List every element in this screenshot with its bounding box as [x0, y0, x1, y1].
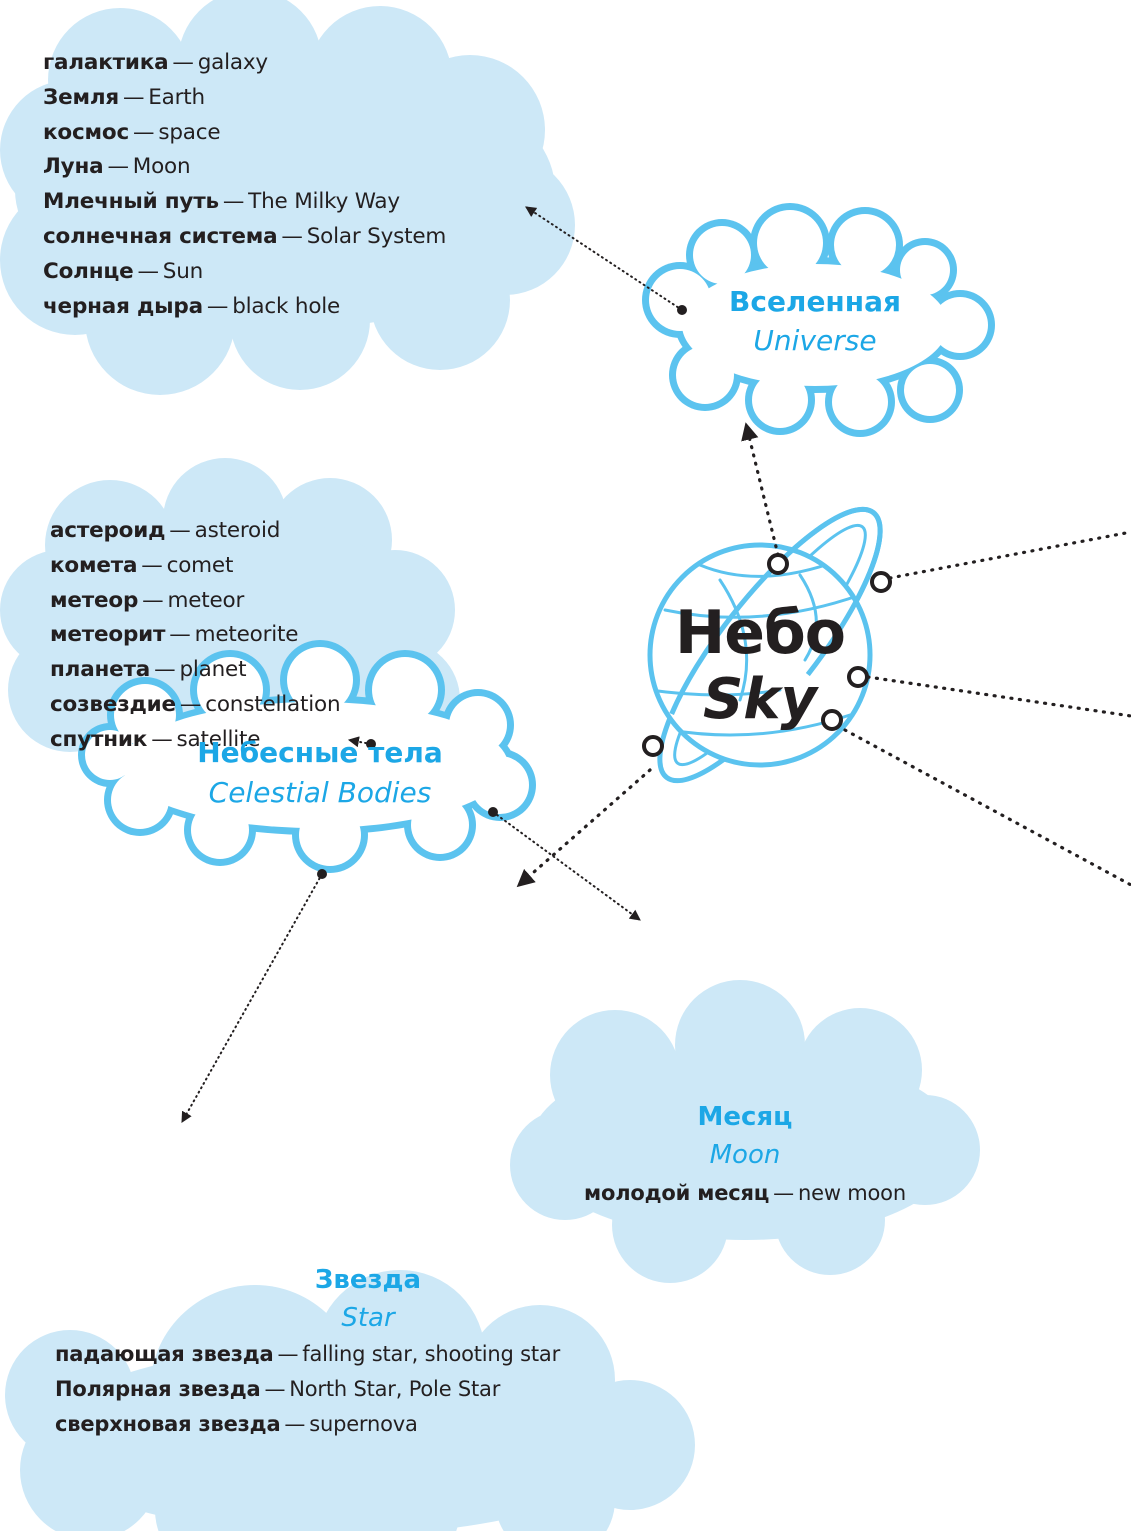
term-row: солнечная система—Solar System — [43, 223, 447, 249]
term-row: черная дыра—black hole — [43, 293, 341, 319]
moon-terms-cloud — [510, 980, 980, 1283]
term-row: спутник—satellite — [50, 726, 261, 752]
term-row: Луна—Moon — [43, 154, 191, 180]
universe-title-en: Universe — [753, 324, 877, 357]
term-row: метеор—meteor — [50, 587, 245, 613]
star-title-ru: Звезда — [314, 1265, 422, 1295]
term-row: планета—planet — [50, 657, 247, 683]
term-row: галактика—galaxy — [43, 50, 268, 75]
star-topic: Звезда Star — [218, 1261, 518, 1337]
star-terms-cloud — [5, 1270, 695, 1531]
universe-terms-cloud — [0, 0, 575, 395]
celestial-title-en: Celestial Bodies — [208, 776, 432, 809]
sky-planet — [647, 506, 883, 784]
term-row: комета—comet — [50, 552, 234, 578]
celestial-title-ru: Небесные тела — [197, 736, 443, 769]
celestial-topic: Небесные тела Celestial Bodies — [160, 733, 480, 813]
sky-title-ru: Небо — [674, 598, 846, 668]
term-row: падающая звезда—falling star, shooting s… — [55, 1342, 561, 1366]
moon-title-en: Moon — [709, 1140, 781, 1170]
planet-nodes — [642, 553, 892, 757]
moon-topic: Месяц Moon молодой месяц—new moon — [540, 1098, 950, 1210]
universe-terms: галактика—galaxy Земля—Earth космос—spac… — [43, 46, 446, 324]
term-row: метеорит—meteorite — [50, 622, 299, 648]
moon-title-ru: Месяц — [697, 1102, 793, 1132]
celestial-terms: астероид—asteroid комета—comet метеор—me… — [50, 514, 341, 758]
term-row: Земля—Earth — [43, 84, 205, 110]
term-row: космос—space — [43, 119, 221, 145]
celestial-topic-cloud — [78, 640, 536, 873]
sky-topic: Небо Sky — [660, 598, 860, 732]
term-row: сверхновая звезда—supernova — [55, 1411, 418, 1436]
universe-title-ru: Вселенная — [729, 285, 901, 318]
connectors — [181, 206, 1131, 1123]
connector-dots — [317, 305, 687, 879]
star-terms: падающая звезда—falling star, shooting s… — [55, 1337, 560, 1441]
term-row: Полярная звезда—North Star, Pole Star — [55, 1376, 501, 1401]
term-row: Млечный путь—The Milky Way — [43, 189, 400, 215]
star-title-en: Star — [341, 1303, 395, 1333]
term-row: астероид—asteroid — [50, 518, 281, 543]
sky-title-en: Sky — [702, 667, 818, 732]
universe-topic: Вселенная Universe — [690, 283, 940, 361]
universe-topic-cloud — [642, 203, 995, 437]
term-row: молодой месяц—new moon — [584, 1181, 906, 1205]
term-row: Солнце—Sun — [43, 258, 204, 284]
term-row: созвездие—constellation — [50, 691, 341, 717]
